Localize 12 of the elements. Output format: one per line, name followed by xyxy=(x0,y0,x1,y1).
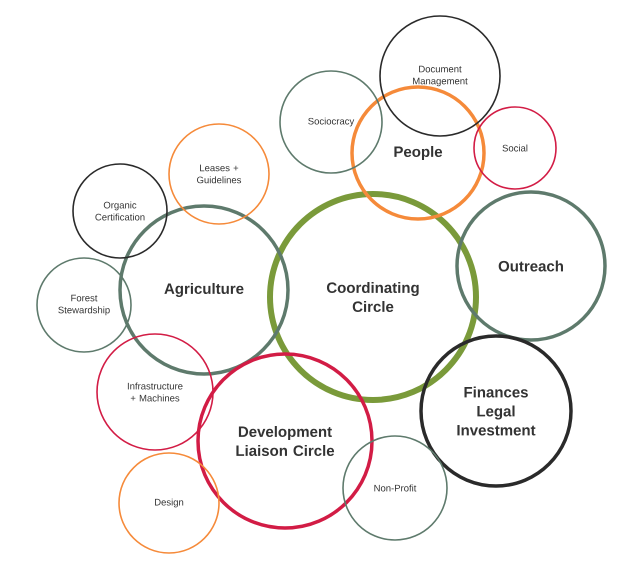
circle-node: Infrastructure + Machines xyxy=(96,333,214,451)
circle-node: Document Management xyxy=(379,15,501,137)
circle-node: Outreach xyxy=(455,190,607,342)
circle-node: Forest Stewardship xyxy=(36,257,132,353)
circle-node: Design xyxy=(118,452,220,554)
circle-node: Organic Certification xyxy=(72,163,168,259)
circle-node: Leases + Guidelines xyxy=(168,123,270,225)
circle-node: Development Liaison Circle xyxy=(196,352,374,530)
circle-node: Non-Profit xyxy=(342,435,448,541)
circle-node: Finances Legal Investment xyxy=(419,334,573,488)
circle-node: Social xyxy=(473,106,557,190)
circle-node: Sociocracy xyxy=(279,70,383,174)
